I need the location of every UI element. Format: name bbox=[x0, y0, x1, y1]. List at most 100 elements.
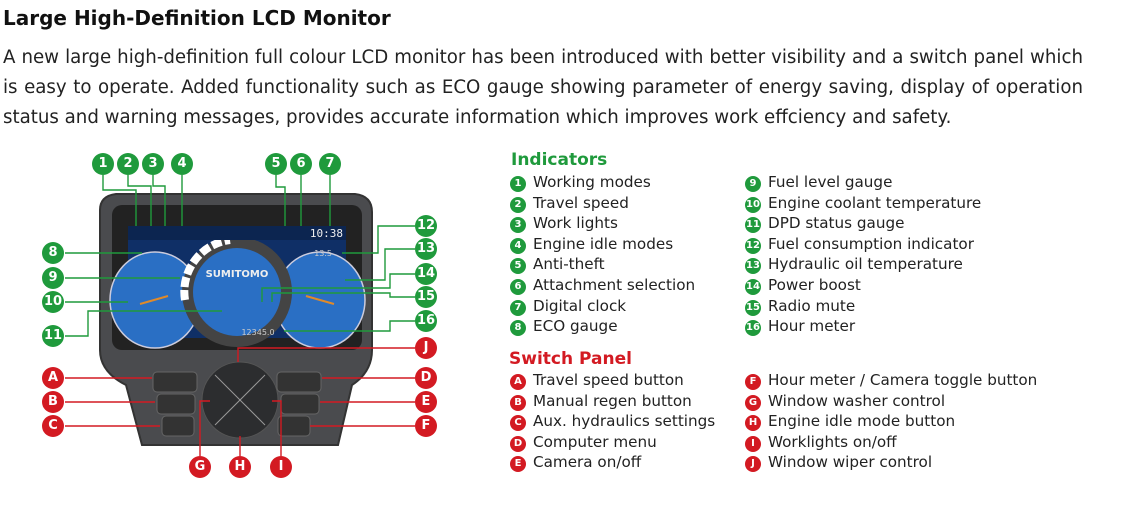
item-label: Working modes bbox=[533, 173, 651, 191]
monitor-diagram: SUMITOMO 10:38 13.5 12345.0 1 2 3 4 5 6 … bbox=[0, 0, 470, 515]
list-item: I Worklights on/off bbox=[745, 432, 897, 452]
list-item: J Window wiper control bbox=[745, 452, 933, 473]
list-item: C Aux. hydraulics settings bbox=[510, 411, 716, 432]
list-item: H Engine idle mode button bbox=[745, 411, 956, 432]
item-number-badge: C bbox=[510, 415, 526, 432]
item-label: Fuel level gauge bbox=[768, 173, 893, 191]
item-number-badge: J bbox=[745, 456, 761, 473]
item-number-badge: G bbox=[745, 394, 761, 411]
list-item: 12 Fuel consumption indicator bbox=[745, 234, 974, 254]
callout-10: 10 bbox=[42, 291, 64, 313]
item-label: Travel speed button bbox=[533, 371, 684, 389]
list-item: F Hour meter / Camera toggle button bbox=[745, 370, 1037, 390]
list-item: 13 Hydraulic oil temperature bbox=[745, 254, 963, 275]
item-label: Aux. hydraulics settings bbox=[533, 412, 716, 431]
item-number-badge: 7 bbox=[510, 299, 526, 316]
item-label: Hour meter / Camera toggle button bbox=[768, 371, 1038, 389]
list-item: 16 Hour meter bbox=[745, 316, 856, 337]
item-number-badge: F bbox=[745, 374, 761, 390]
item-number-badge: I bbox=[745, 435, 761, 452]
item-label: Hour meter bbox=[768, 317, 856, 336]
page-title: Large High-Definition LCD Monitor bbox=[3, 6, 391, 30]
callout-1: 1 bbox=[92, 153, 114, 175]
callout-13: 13 bbox=[415, 238, 437, 260]
callout-6: 6 bbox=[290, 153, 312, 175]
callout-15: 15 bbox=[415, 286, 437, 308]
item-label: Engine idle modes bbox=[533, 234, 674, 253]
item-number-badge: 4 bbox=[510, 237, 526, 254]
item-label: Engine idle mode button bbox=[768, 412, 956, 431]
item-number-badge: D bbox=[510, 435, 526, 452]
intro-paragraph: A new large high-definition full colour … bbox=[3, 47, 1083, 128]
list-item: A Travel speed button bbox=[510, 370, 684, 390]
list-item: 11 DPD status gauge bbox=[745, 213, 905, 234]
item-label: Computer menu bbox=[533, 432, 657, 451]
item-number-badge: 10 bbox=[745, 196, 761, 213]
item-number-badge: A bbox=[510, 374, 526, 390]
item-label: Manual regen button bbox=[533, 391, 692, 410]
callout-7: 7 bbox=[319, 153, 341, 175]
list-item: 14 Power boost bbox=[745, 275, 861, 295]
item-number-badge: 6 bbox=[510, 279, 526, 295]
item-label: Power boost bbox=[768, 276, 861, 294]
screen-brand: SUMITOMO bbox=[206, 269, 269, 280]
callout-A: A bbox=[42, 367, 64, 389]
callout-12: 12 bbox=[415, 215, 437, 237]
callout-C: C bbox=[42, 415, 64, 437]
item-number-badge: H bbox=[745, 415, 761, 432]
callout-11: 11 bbox=[42, 325, 64, 347]
screen-fuel-rate: 13.5 bbox=[314, 249, 332, 258]
item-number-badge: 1 bbox=[510, 176, 526, 192]
item-label: Digital clock bbox=[533, 296, 627, 315]
item-number-badge: 14 bbox=[745, 279, 761, 295]
callout-J: J bbox=[415, 337, 437, 359]
screen-clock: 10:38 bbox=[310, 227, 343, 240]
item-label: Window wiper control bbox=[768, 453, 933, 472]
list-item: 7 Digital clock bbox=[510, 296, 626, 316]
callout-5: 5 bbox=[265, 153, 287, 175]
callout-4: 4 bbox=[171, 153, 193, 175]
callout-16: 16 bbox=[415, 310, 437, 332]
item-label: Camera on/off bbox=[533, 453, 642, 472]
item-label: ECO gauge bbox=[533, 317, 618, 336]
item-label: Fuel consumption indicator bbox=[768, 234, 974, 253]
callout-D: D bbox=[415, 367, 437, 389]
item-number-badge: 12 bbox=[745, 237, 761, 254]
item-label: Worklights on/off bbox=[768, 432, 897, 451]
item-number-badge: E bbox=[510, 456, 526, 473]
item-label: Work lights bbox=[533, 214, 618, 233]
list-item: 6 Attachment selection bbox=[510, 275, 695, 295]
item-number-badge: 16 bbox=[745, 320, 761, 337]
monitor-illustration: SUMITOMO 10:38 13.5 12345.0 bbox=[65, 175, 415, 456]
item-number-badge: 15 bbox=[745, 299, 761, 316]
callout-2: 2 bbox=[117, 153, 139, 175]
item-label: Travel speed bbox=[533, 193, 629, 212]
item-label: Attachment selection bbox=[533, 276, 696, 294]
item-label: DPD status gauge bbox=[768, 214, 905, 233]
item-number-badge: 13 bbox=[745, 258, 761, 275]
list-item: B Manual regen button bbox=[510, 391, 692, 411]
callout-E: E bbox=[415, 391, 437, 413]
item-number-badge: 9 bbox=[745, 176, 761, 192]
callout-G: G bbox=[189, 456, 211, 478]
callout-H: H bbox=[229, 456, 251, 478]
switch-panel-heading: Switch Panel bbox=[509, 349, 632, 369]
item-number-badge: 11 bbox=[745, 217, 761, 234]
list-item: E Camera on/off bbox=[510, 452, 642, 473]
callout-14: 14 bbox=[415, 263, 437, 285]
item-number-badge: B bbox=[510, 394, 526, 411]
list-item: 5 Anti-theft bbox=[510, 254, 605, 275]
callout-B: B bbox=[42, 391, 64, 413]
item-label: Anti-theft bbox=[533, 255, 605, 274]
item-number-badge: 5 bbox=[510, 258, 526, 275]
indicators-heading: Indicators bbox=[511, 150, 608, 170]
callout-8: 8 bbox=[42, 242, 64, 264]
callout-3: 3 bbox=[142, 153, 164, 175]
list-item: 9 Fuel level gauge bbox=[745, 172, 892, 192]
callout-9: 9 bbox=[42, 267, 64, 289]
item-label: Hydraulic oil temperature bbox=[768, 255, 963, 274]
